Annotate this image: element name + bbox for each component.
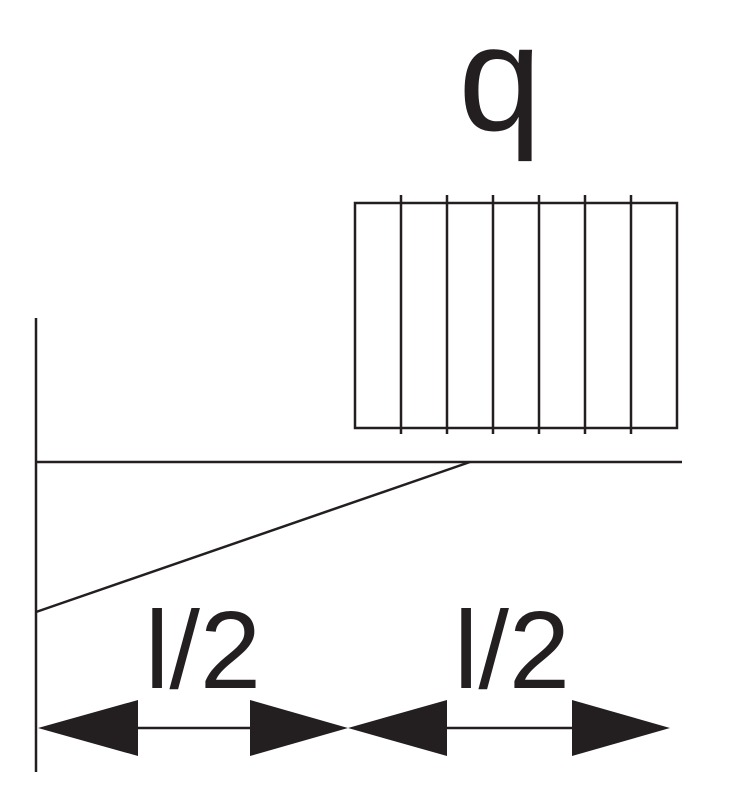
left-span-label: l/2 [145, 589, 261, 712]
arrowhead-left-start [38, 700, 138, 756]
right-span-label: l/2 [454, 589, 570, 712]
load-label: q [458, 0, 541, 162]
load-hatch-lines [399, 195, 633, 434]
arrowhead-right-start [348, 700, 447, 756]
distributed-load-block [353, 201, 679, 430]
moment-diagram-line [35, 460, 471, 614]
arrowhead-right-end [572, 700, 670, 756]
arrowhead-left-end [250, 700, 348, 756]
